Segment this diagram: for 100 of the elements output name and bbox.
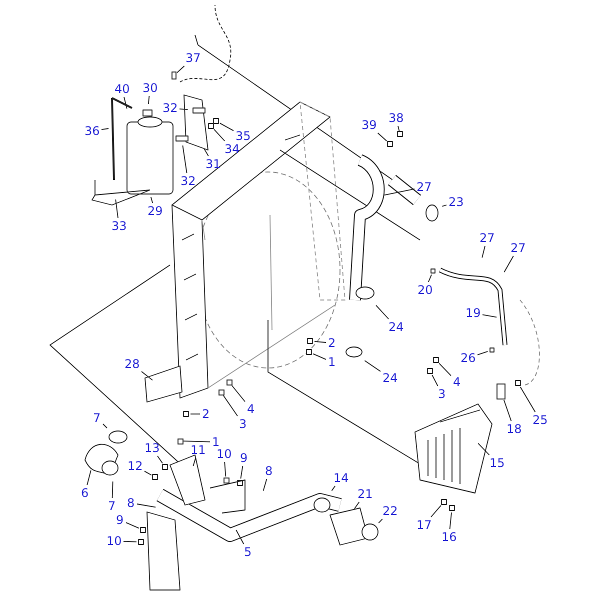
leader-line (482, 314, 498, 318)
leader-line (503, 400, 512, 422)
callout-number: 5 (243, 545, 253, 559)
callout-number: 1 (327, 355, 337, 369)
callout-number: 24 (382, 371, 399, 385)
leader-line (179, 108, 188, 110)
leader-line (478, 442, 490, 456)
callout-number: 2 (201, 407, 211, 421)
leader-line (115, 199, 118, 218)
leader-line (262, 478, 268, 492)
leader-line (150, 196, 154, 204)
leader-line (157, 456, 163, 464)
leader-line (86, 470, 92, 486)
callout-number: 27 (416, 180, 433, 194)
callout-number: 20 (416, 283, 434, 297)
leader-line (384, 188, 415, 196)
leader-line (222, 395, 238, 416)
leader-line (354, 502, 360, 510)
callout-number: 12 (126, 459, 144, 473)
leader-line (236, 530, 244, 544)
callout-number: 11 (190, 443, 207, 457)
callout-number: 18 (506, 422, 523, 436)
callout-number: 6 (80, 486, 90, 500)
leader-line (314, 340, 326, 343)
leader-line (438, 362, 452, 376)
callout-number: 7 (92, 411, 102, 425)
hose-clamp (361, 523, 379, 541)
leader-line (144, 470, 152, 476)
callout-number: 24 (388, 320, 405, 334)
callout-number: 3 (437, 387, 447, 401)
leader-line (240, 466, 244, 480)
leader-line (176, 66, 185, 74)
leader-line (398, 126, 400, 132)
callout-number: 1 (211, 435, 221, 449)
callout-number: 10 (106, 534, 123, 548)
leader-line (123, 540, 137, 542)
callout-number: 38 (388, 111, 405, 125)
leader-line (141, 371, 153, 381)
leader-line (224, 462, 226, 477)
callout-number: 22 (382, 504, 399, 518)
callout-number: 17 (416, 518, 433, 532)
leader-line (504, 256, 514, 273)
leader-line (204, 148, 209, 156)
leader-line (182, 145, 188, 174)
leader-line (432, 374, 438, 386)
callout-number: 39 (360, 118, 378, 132)
leader-line (430, 504, 442, 518)
leader-line (101, 128, 109, 130)
callout-number: 26 (460, 351, 477, 365)
callout-number: 27 (478, 231, 496, 245)
leader-line (126, 522, 140, 529)
callout-number: 30 (142, 81, 159, 95)
callout-number: 25 (532, 413, 549, 427)
callout-number: 3 (238, 417, 248, 431)
leader-line (377, 132, 388, 142)
callout-number: 9 (115, 513, 125, 527)
callout-number: 8 (126, 496, 136, 510)
callout-number: 4 (452, 375, 462, 389)
leader-line (477, 350, 488, 356)
leader-line (449, 512, 452, 530)
callout-number: 32 (180, 174, 197, 188)
callout-number: 13 (144, 441, 161, 455)
hardware-part (171, 71, 177, 80)
callout-number: 16 (440, 530, 458, 544)
leader-line (378, 518, 383, 524)
leader-line (482, 246, 486, 258)
callout-number: 19 (464, 306, 482, 320)
leader-line (136, 504, 156, 508)
callout-number: 2 (327, 336, 337, 350)
leader-line (520, 386, 536, 412)
callout-number: 8 (264, 464, 274, 478)
callout-number: 15 (488, 456, 506, 470)
callout-number: 34 (224, 142, 241, 156)
callout-number: 31 (204, 157, 222, 171)
callout-number: 35 (234, 129, 252, 143)
leader-line (376, 304, 390, 320)
leader-line (312, 353, 326, 360)
hardware-part (496, 383, 506, 400)
leader-line (192, 458, 196, 466)
leader-line (231, 385, 246, 402)
leader-line (112, 481, 114, 498)
callout-number: 4 (246, 402, 256, 416)
hardware-part (222, 476, 230, 484)
callout-number: 9 (239, 451, 249, 465)
leader-line (442, 204, 447, 207)
leader-line (219, 122, 234, 132)
callout-number: 40 (114, 82, 131, 96)
callout-number: 33 (110, 219, 128, 233)
leader-line (331, 486, 336, 492)
leader-line (148, 96, 150, 104)
callout-number: 21 (356, 487, 374, 501)
leader-line (124, 96, 128, 110)
callout-number: 27 (510, 241, 527, 255)
callout-number: 14 (332, 471, 350, 485)
callout-number: 28 (124, 357, 141, 371)
leader-line (364, 360, 381, 372)
callout-number: 23 (448, 195, 465, 209)
callout-number: 37 (184, 51, 202, 65)
callout-number: 29 (146, 204, 164, 218)
callout-number: 32 (162, 101, 179, 115)
